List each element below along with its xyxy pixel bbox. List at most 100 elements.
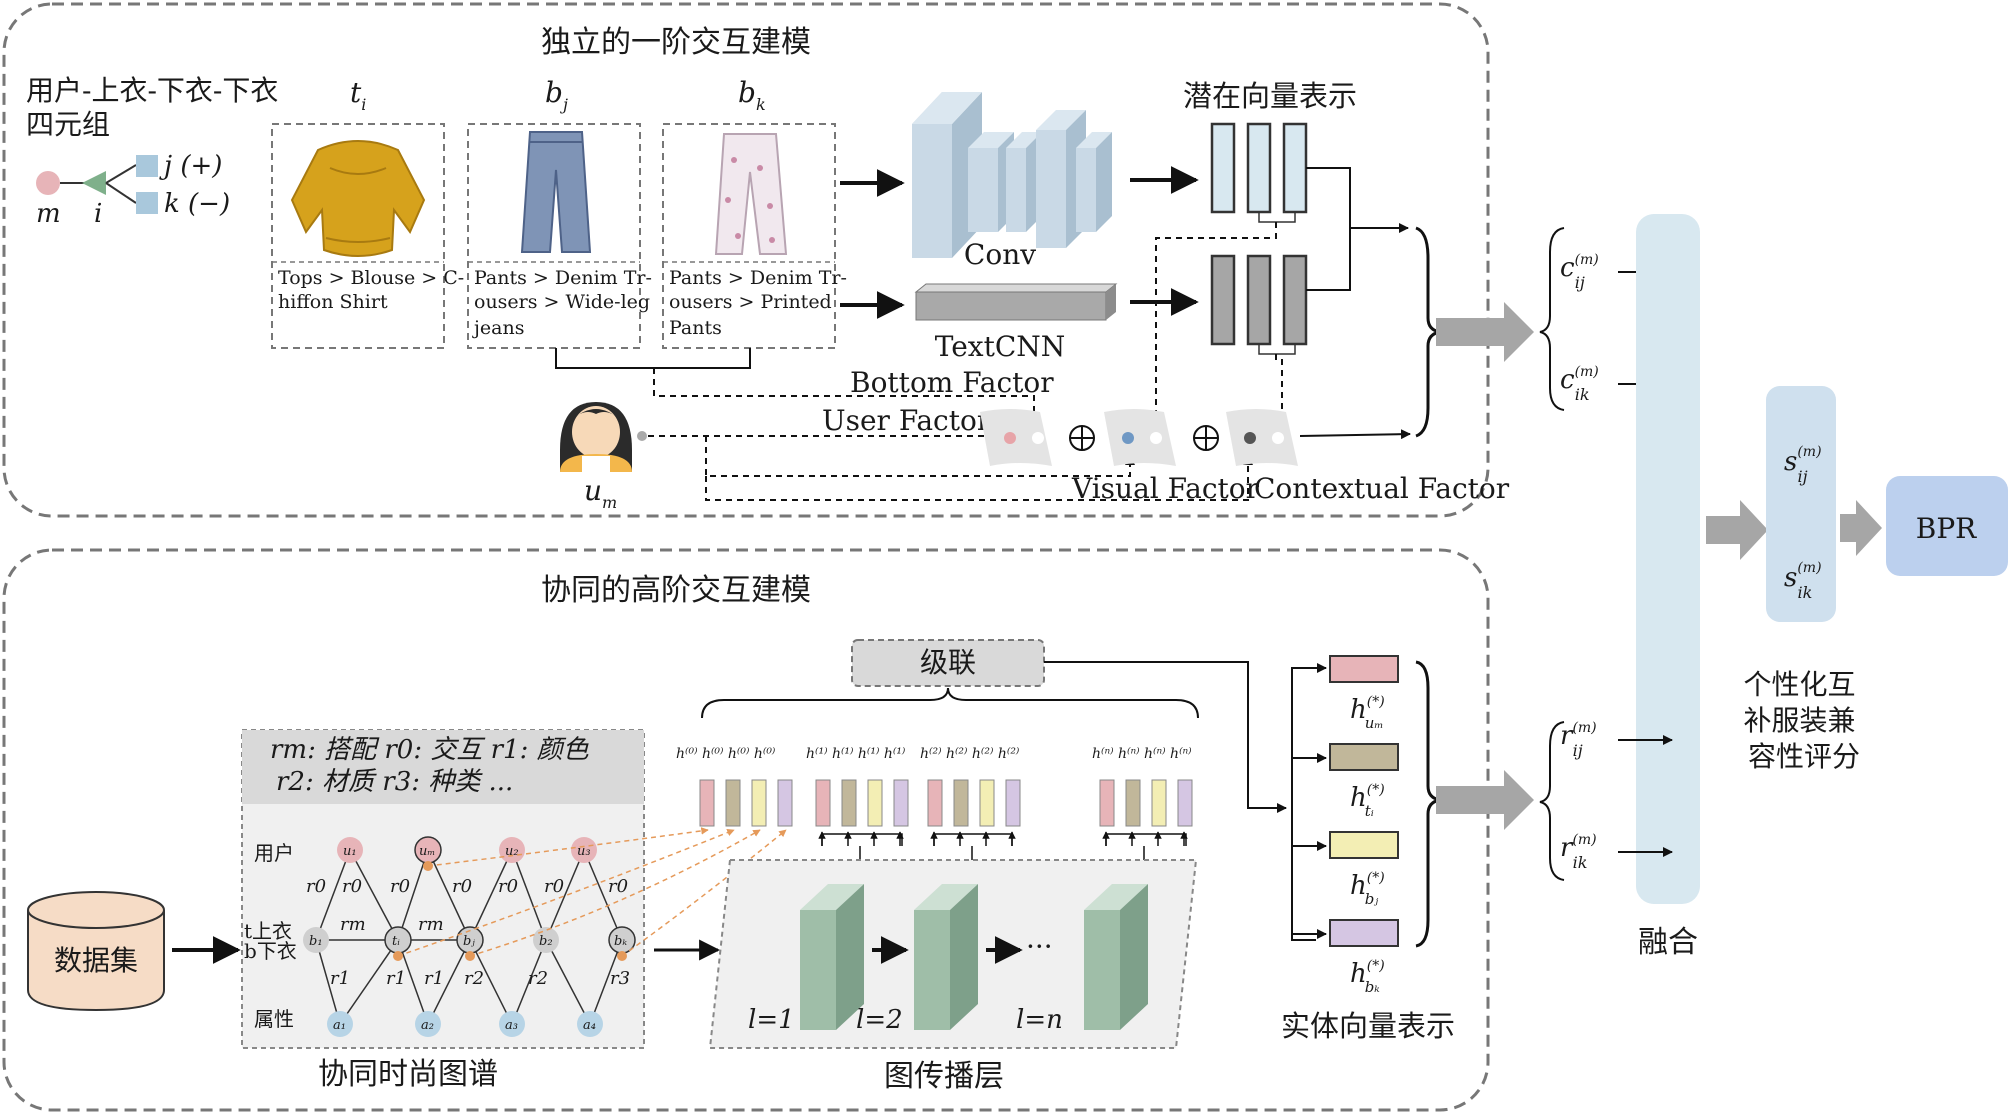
bottom-factor-label: Bottom Factor <box>850 366 1054 399</box>
contextual-factor-label: Contextual Factor <box>1254 472 1510 505</box>
svg-text:r0: r0 <box>306 876 326 897</box>
fusion-label: 融合 <box>1638 925 1698 960</box>
relation-legend-line2: r2: 材质 r3: 种类 ... <box>276 767 513 797</box>
plus-icon <box>1069 425 1095 451</box>
svg-text:r1: r1 <box>330 968 350 989</box>
graph-edge-labels: r0 r0 r0 r0 r0 r0 r0 rm rm r1 r1 r1 r2 r… <box>306 876 630 989</box>
svg-text:h⁽⁰⁾ h⁽⁰⁾ h⁽⁰⁾ h⁽⁰⁾: h⁽⁰⁾ h⁽⁰⁾ h⁽⁰⁾ h⁽⁰⁾ <box>676 746 776 762</box>
user-factor-label: User Factor <box>822 404 991 437</box>
svg-text:r0: r0 <box>390 876 410 897</box>
latent-title: 潜在向量表示 <box>1183 79 1357 113</box>
svg-text:r2: r2 <box>464 968 484 989</box>
textcnn-label: TextCNN <box>935 330 1066 363</box>
top-to-c-arrow <box>1436 302 1534 362</box>
svg-text:r0: r0 <box>342 876 362 897</box>
svg-text:u₃: u₃ <box>577 844 591 859</box>
h-bk-label: h(*)bₖ <box>1350 958 1385 996</box>
quad-i-label: i <box>94 199 102 229</box>
bracket <box>1258 344 1296 355</box>
svg-text:r0: r0 <box>452 876 472 897</box>
svg-text:r0: r0 <box>608 876 628 897</box>
item-bk-label: bk <box>738 76 766 114</box>
svg-text:uₘ: uₘ <box>419 844 435 859</box>
svg-text:a₁: a₁ <box>333 1018 346 1033</box>
layer1-embeddings: h⁽¹⁾ h⁽¹⁾ h⁽¹⁾ h⁽¹⁾ <box>806 746 909 827</box>
row-label-bottom: b下衣 <box>244 939 297 963</box>
bottom-j-item-box <box>467 123 641 349</box>
user-avatar-icon <box>560 402 632 472</box>
concat-box <box>851 639 1045 687</box>
contextual-factor-card <box>1226 409 1298 466</box>
gnn-layer-n <box>1084 884 1148 1030</box>
c-brace <box>1539 227 1565 411</box>
layern-label: l=n <box>1016 1005 1063 1035</box>
relation-legend-box <box>242 730 644 804</box>
r-ik-label: r(m)ik <box>1560 832 1597 872</box>
quad-top-node <box>82 171 106 195</box>
row-label-top: t上衣 <box>244 919 292 943</box>
svg-text:rm: rm <box>418 914 444 935</box>
quad-user-node <box>36 171 60 195</box>
contextual-factor-link <box>1275 354 1287 429</box>
s-ik-label: s(m)ik <box>1784 560 1822 602</box>
graph-edges <box>315 849 623 1025</box>
top-item-box <box>271 123 445 349</box>
svg-text:h⁽ⁿ⁾ h⁽ⁿ⁾ h⁽ⁿ⁾ h⁽ⁿ⁾: h⁽ⁿ⁾ h⁽ⁿ⁾ h⁽ⁿ⁾ h⁽ⁿ⁾ <box>1092 746 1192 762</box>
quad-neg-node <box>136 192 158 214</box>
h-bj-label: h(*)bⱼ <box>1350 870 1385 908</box>
graph-caption: 协同时尚图谱 <box>318 1057 498 1092</box>
fusion-column <box>1636 214 1700 904</box>
bpr-box <box>1886 476 2008 576</box>
quad-label-line1: 用户-上衣-下衣-下衣 <box>26 74 278 107</box>
svg-text:r0: r0 <box>544 876 564 897</box>
node-to-embedding-links <box>393 827 787 961</box>
h-ti-label: h(*)tᵢ <box>1350 782 1385 820</box>
latent-merge-line <box>1306 167 1351 291</box>
entity-to-r-arrow <box>1436 770 1534 830</box>
svg-text:h⁽¹⁾ h⁽¹⁾ h⁽¹⁾ h⁽¹⁾: h⁽¹⁾ h⁽¹⁾ h⁽¹⁾ h⁽¹⁾ <box>806 746 906 762</box>
visual-factor-link <box>1151 222 1277 431</box>
concat-brace <box>701 687 1199 719</box>
quad-edge <box>105 182 137 204</box>
plus-icon <box>1193 425 1219 451</box>
dataset-label: 数据集 <box>54 944 138 977</box>
textcnn-block <box>914 283 1118 321</box>
entity-left-bracket <box>1291 667 1316 941</box>
item-nodes: b₁ tᵢ bⱼ b₂ bₖ <box>303 926 636 954</box>
entity-caption: 实体向量表示 <box>1281 1009 1455 1043</box>
text-latent-vectors <box>1210 254 1308 346</box>
concat-to-entity-line <box>1044 661 1287 813</box>
layer1-label: l=1 <box>748 1005 795 1035</box>
quad-m-label: m <box>36 199 61 229</box>
dataset-cylinder-icon <box>27 891 165 1012</box>
visual-factor-card <box>1104 409 1176 466</box>
svg-text:bⱼ: bⱼ <box>463 934 475 949</box>
s-ij-label: s(m)ij <box>1784 444 1822 486</box>
top-category-text: Tops > Blouse > C- hiffon Shirt <box>278 267 470 313</box>
bpr-label: BPR <box>1916 512 1977 545</box>
svg-text:r2: r2 <box>528 968 548 989</box>
layer2-label: l=2 <box>856 1005 903 1035</box>
user-label: um <box>584 474 617 512</box>
row-label-user: 用户 <box>254 841 294 865</box>
attribute-nodes: a₁ a₂ a₃ a₄ <box>327 1011 603 1037</box>
svg-text:h⁽²⁾ h⁽²⁾ h⁽²⁾ h⁽²⁾: h⁽²⁾ h⁽²⁾ h⁽²⁾ h⁽²⁾ <box>920 746 1020 762</box>
quad-pos-node <box>136 155 158 177</box>
gnn-layer-1 <box>800 884 864 1030</box>
factor-merge-arrow <box>1299 429 1411 440</box>
svg-text:b₁: b₁ <box>309 934 323 949</box>
bottom-panel-title: 协同的高阶交互建模 <box>541 573 811 608</box>
user-to-context-link <box>705 455 1253 501</box>
item-bj-label: bj <box>545 76 568 114</box>
c-ij-label: c(m)ij <box>1560 252 1599 292</box>
user-to-visual-link <box>705 436 1135 477</box>
svg-text:rm: rm <box>340 914 366 935</box>
h-bk-vector <box>1329 919 1399 947</box>
c-ik-label: c(m)ik <box>1560 364 1599 404</box>
r-brace <box>1539 721 1565 881</box>
quad-j-label: j (+) <box>159 151 222 181</box>
bottom-k-category-text: Pants > Denim Tr- ousers > Printed Pants <box>669 267 853 339</box>
propagation-caption: 图传播层 <box>884 1059 1004 1094</box>
svg-text:r1: r1 <box>386 968 406 989</box>
bracket <box>1258 212 1296 223</box>
